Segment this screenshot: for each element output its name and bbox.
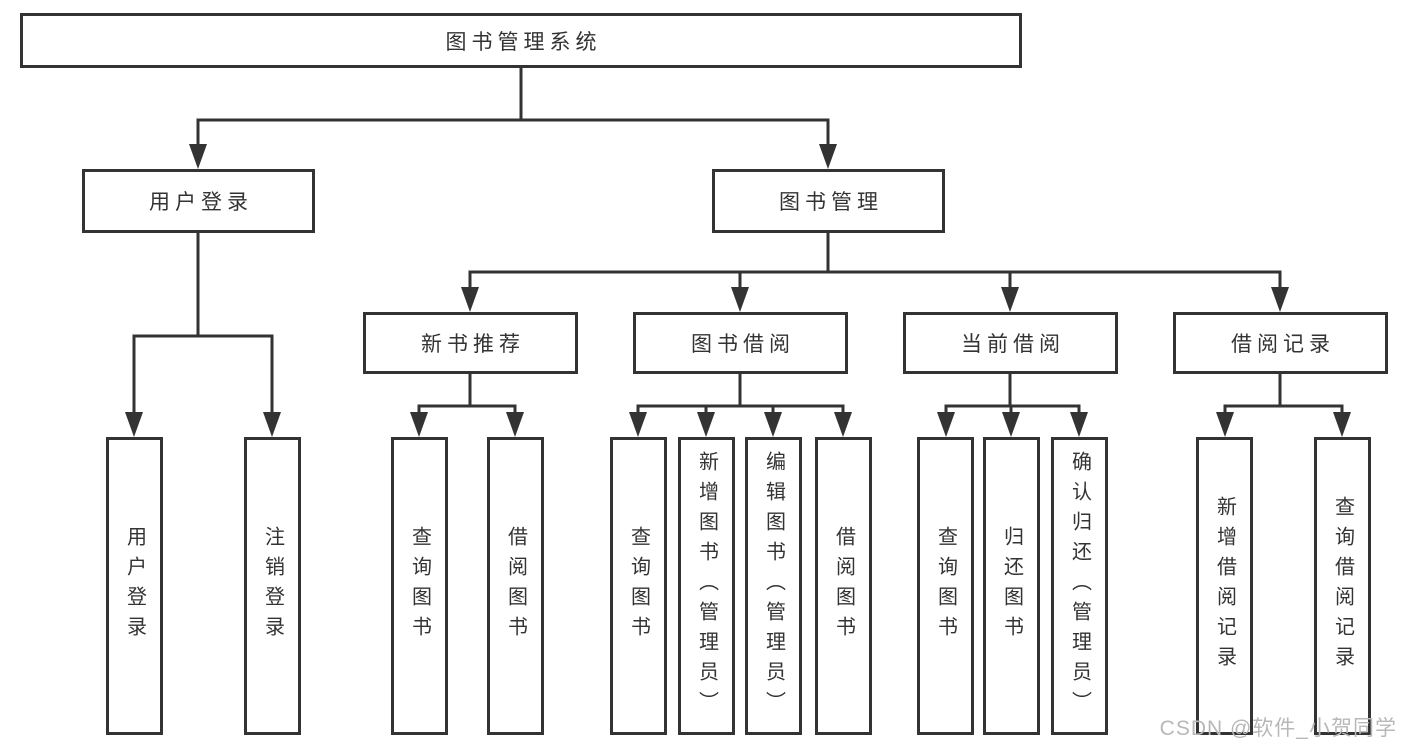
leaf-query-books-1-label: 查询图书 [408,526,431,646]
node-user-login-label: 用户登录 [149,191,253,214]
leaf-logout: 注销登录 [244,437,301,735]
node-borrowing-records: 借阅记录 [1173,312,1388,374]
node-library-management-system: 图书管理系统 [20,13,1022,68]
node-library-management-system-label: 图书管理系统 [445,30,602,54]
leaf-edit-books-admin-label: 编辑图书（管理员） [762,451,785,721]
leaf-add-books-admin: 新增图书（管理员） [678,437,735,735]
leaf-query-borrow-record-label: 查询借阅记录 [1331,496,1354,676]
leaf-query-books-3-label: 查询图书 [934,526,957,646]
leaf-borrow-books-1-label: 借阅图书 [504,526,527,646]
node-book-management-label: 图书管理 [779,191,883,214]
node-new-book-recommendation: 新书推荐 [363,312,578,374]
leaf-borrow-books-1: 借阅图书 [487,437,544,735]
leaf-query-books-3: 查询图书 [917,437,974,735]
leaf-edit-books-admin: 编辑图书（管理员） [745,437,802,735]
node-current-borrowing-label: 当前借阅 [961,333,1065,356]
leaf-borrow-books-2: 借阅图书 [815,437,872,735]
node-borrowing-records-label: 借阅记录 [1231,333,1335,356]
leaf-return-books: 归还图书 [983,437,1040,735]
node-new-book-recommendation-label: 新书推荐 [421,333,525,356]
leaf-logout-label: 注销登录 [261,526,284,646]
leaf-query-books-1: 查询图书 [391,437,448,735]
leaf-confirm-return-admin: 确认归还（管理员） [1051,437,1108,735]
leaf-query-books-2: 查询图书 [610,437,667,735]
leaf-add-borrow-record-label: 新增借阅记录 [1213,496,1236,676]
node-current-borrowing: 当前借阅 [903,312,1118,374]
node-book-borrowing: 图书借阅 [633,312,848,374]
leaf-add-borrow-record: 新增借阅记录 [1196,437,1253,735]
leaf-user-login-label: 用户登录 [123,526,146,646]
leaf-query-books-2-label: 查询图书 [627,526,650,646]
csdn-watermark: CSDN @软件_小贺同学 [1159,717,1397,740]
leaf-return-books-label: 归还图书 [1000,526,1023,646]
leaf-borrow-books-2-label: 借阅图书 [832,526,855,646]
node-book-management: 图书管理 [712,169,945,233]
node-book-borrowing-label: 图书借阅 [691,333,795,356]
leaf-confirm-return-admin-label: 确认归还（管理员） [1068,451,1091,721]
leaf-user-login: 用户登录 [106,437,163,735]
leaf-query-borrow-record: 查询借阅记录 [1314,437,1371,735]
node-user-login: 用户登录 [82,169,315,233]
leaf-add-books-admin-label: 新增图书（管理员） [695,451,718,721]
